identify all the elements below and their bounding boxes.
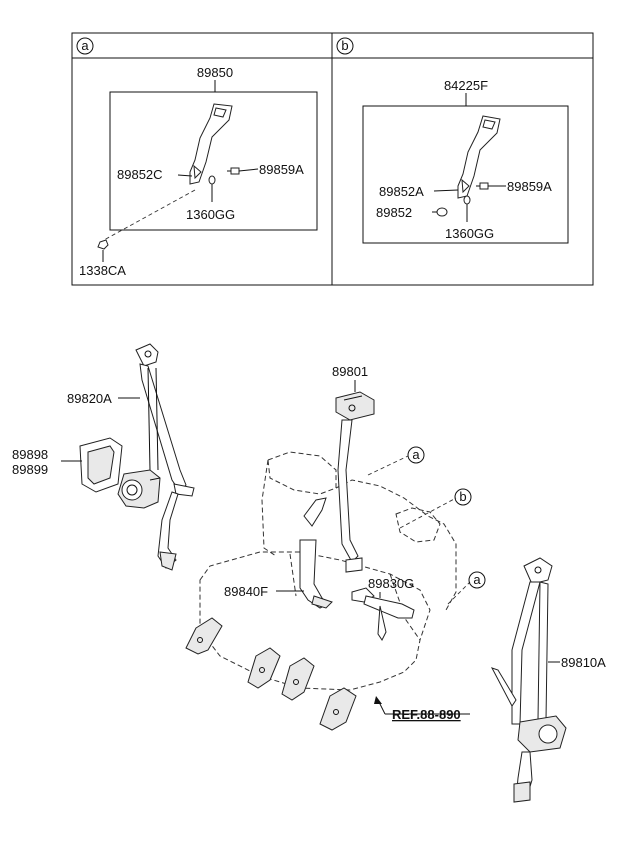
- part-label-89859A-b: 89859A: [507, 179, 552, 194]
- buckle-bracket-b: [457, 115, 501, 199]
- part-label-89859A-a: 89859A: [259, 162, 304, 177]
- part-label-89840F: 89840F: [224, 584, 268, 599]
- reference-label: REF.88-890: [392, 707, 461, 722]
- detail-table: [71, 32, 594, 286]
- part-label-1338CA: 1338CA: [79, 263, 126, 278]
- retractor-left: [117, 469, 161, 509]
- part-label-89852A: 89852A: [379, 184, 424, 199]
- part-label-89830G: 89830G: [368, 576, 414, 591]
- part-label-1360GG-a: 1360GG: [186, 207, 235, 222]
- right-outer-seat-belt: [490, 557, 567, 803]
- rear-seat-outline: [199, 451, 457, 691]
- detail-panel-a: a 89850 89852C 89859A 1360GG 1338CA: [76, 37, 318, 278]
- panel-a-marker-text: a: [81, 38, 89, 53]
- panel-b-marker: b: [336, 37, 354, 55]
- nut-icon: [436, 207, 448, 217]
- left-outer-seat-belt: [79, 343, 195, 571]
- part-label-89850: 89850: [197, 65, 233, 80]
- part-label-89801: 89801: [332, 364, 368, 379]
- part-label-89852C: 89852C: [117, 167, 163, 182]
- detail-panel-b: b 84225F 89852A 89859A 89852 1360GG: [336, 37, 569, 244]
- part-label-89898: 89898: [12, 447, 48, 462]
- callout-a-lower-text: a: [473, 572, 481, 587]
- retractor-right: [517, 715, 567, 753]
- buckle-89840F: [299, 539, 333, 609]
- buckle-89830G: [351, 587, 415, 641]
- part-label-89899: 89899: [12, 462, 48, 477]
- callout-a-upper-text: a: [412, 447, 420, 462]
- panel-a-marker: a: [76, 37, 94, 55]
- nut-icon: [97, 239, 109, 250]
- panel-b-marker-text: b: [341, 38, 348, 53]
- callout-a-lower: a: [468, 571, 486, 589]
- panel-b-inner-box: [362, 105, 569, 244]
- part-label-89852: 89852: [376, 205, 412, 220]
- bolt-icon: [476, 182, 489, 190]
- leader-lines: [61, 380, 560, 715]
- seat-legs: [185, 617, 357, 731]
- center-seat-belt: [303, 391, 375, 573]
- part-label-89820A: 89820A: [67, 391, 112, 406]
- bolt-icon: [227, 167, 240, 175]
- callout-b: b: [454, 488, 472, 506]
- part-label-89810A: 89810A: [561, 655, 606, 670]
- washer-icon: [208, 175, 216, 185]
- buckle-bracket-a: [189, 103, 233, 185]
- part-label-1360GG-b: 1360GG: [445, 226, 494, 241]
- washer-icon: [463, 195, 471, 205]
- callout-b-text: b: [459, 489, 466, 504]
- belt-cover-89898: [79, 437, 123, 493]
- panel-a-inner-box: [109, 91, 318, 231]
- part-label-84225F: 84225F: [444, 78, 488, 93]
- callout-a-upper: a: [407, 446, 425, 464]
